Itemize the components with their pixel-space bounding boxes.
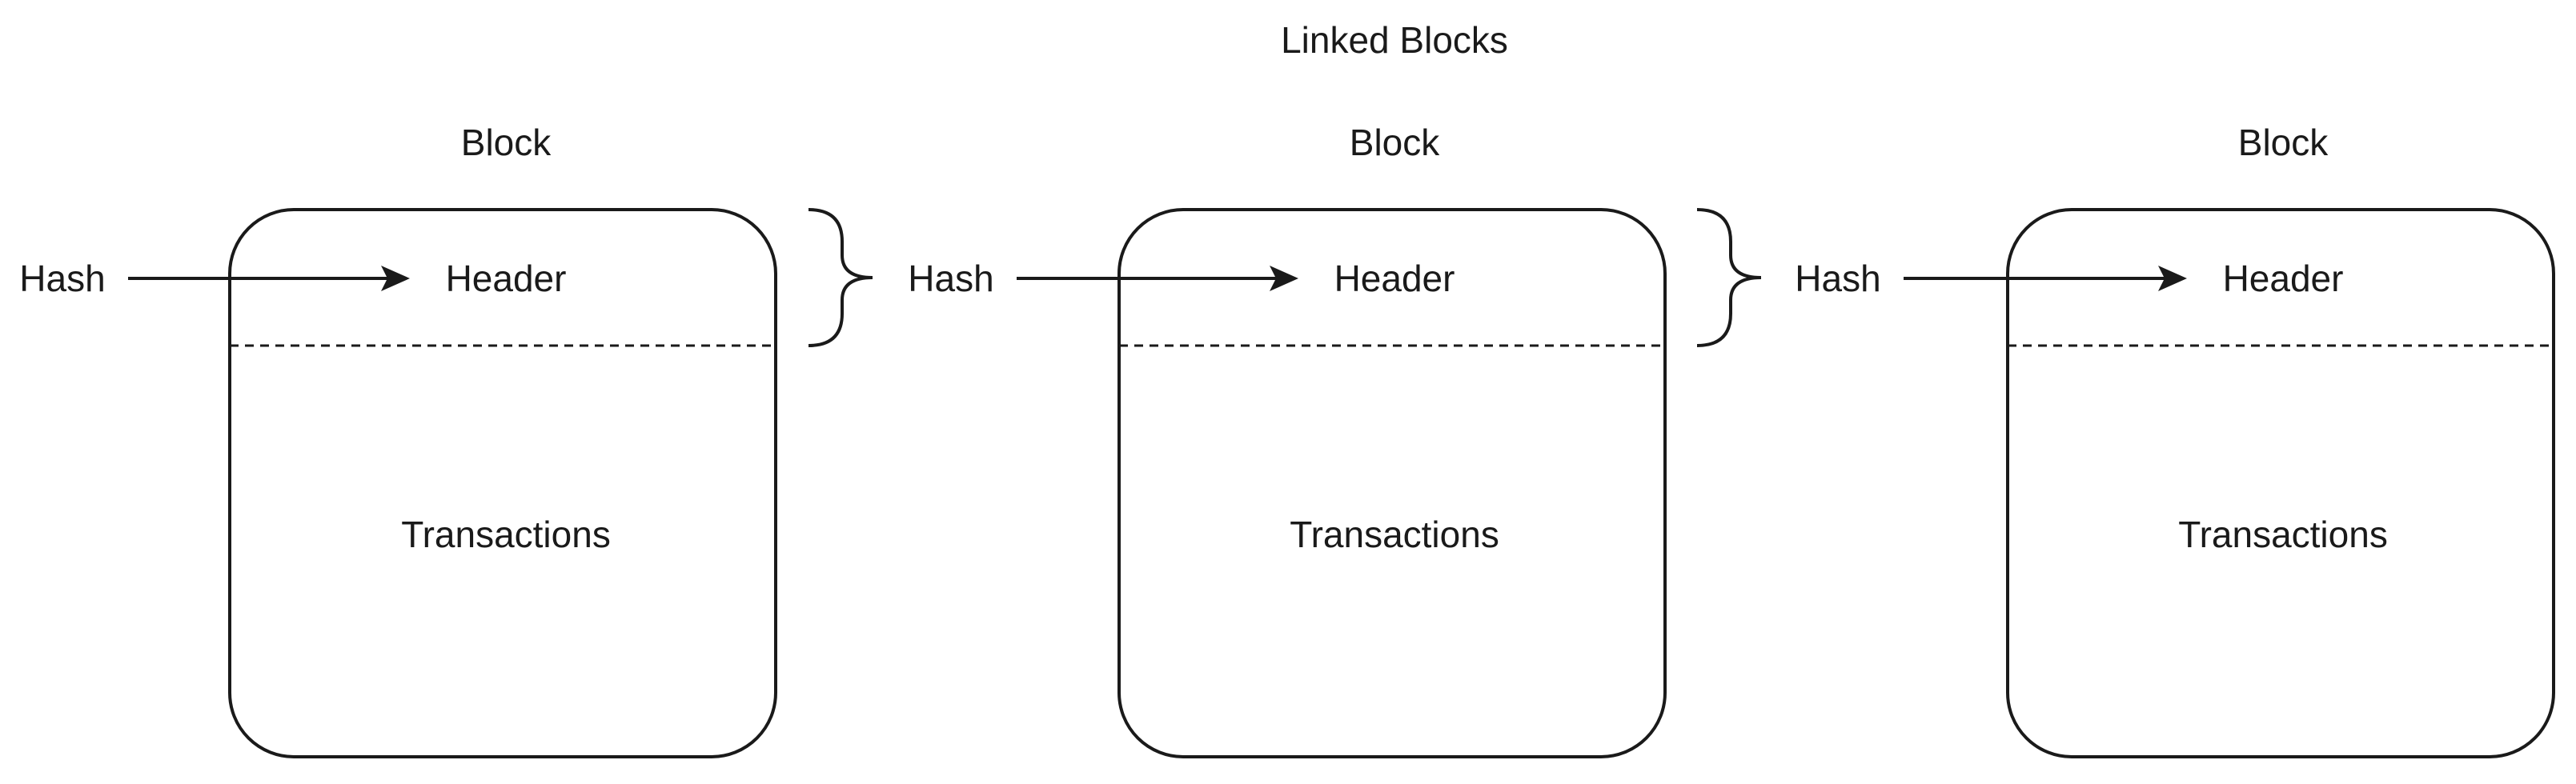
- block-2-hash-arrow-head: [1270, 266, 1298, 291]
- block-1-transactions-label: Transactions: [401, 514, 611, 555]
- block-3-header-label: Header: [2222, 258, 2344, 299]
- block-3-box: [2006, 208, 2555, 758]
- brace-2-to-3: [1696, 208, 1762, 347]
- brace-1-to-2: [808, 208, 873, 347]
- block-1-hash-arrow-head: [381, 266, 410, 291]
- block-1-box: [228, 208, 777, 758]
- block-2-header-label: Header: [1334, 258, 1455, 299]
- block-3-hash-label: Hash: [1795, 258, 1881, 299]
- block-1-caption: Block: [460, 122, 552, 163]
- block-3-hash-arrow-head: [2158, 266, 2187, 291]
- block-2-caption: Block: [1349, 122, 1440, 163]
- diagram-title: Linked Blocks: [1281, 19, 1508, 61]
- block-1-header-label: Header: [445, 258, 567, 299]
- block-3-caption: Block: [2237, 122, 2329, 163]
- block-2-hash-label: Hash: [908, 258, 994, 299]
- block-2-transactions-label: Transactions: [1290, 514, 1499, 555]
- block-2-box: [1117, 208, 1667, 758]
- block-3-transactions-label: Transactions: [2178, 514, 2388, 555]
- block-1-hash-label: Hash: [19, 258, 106, 299]
